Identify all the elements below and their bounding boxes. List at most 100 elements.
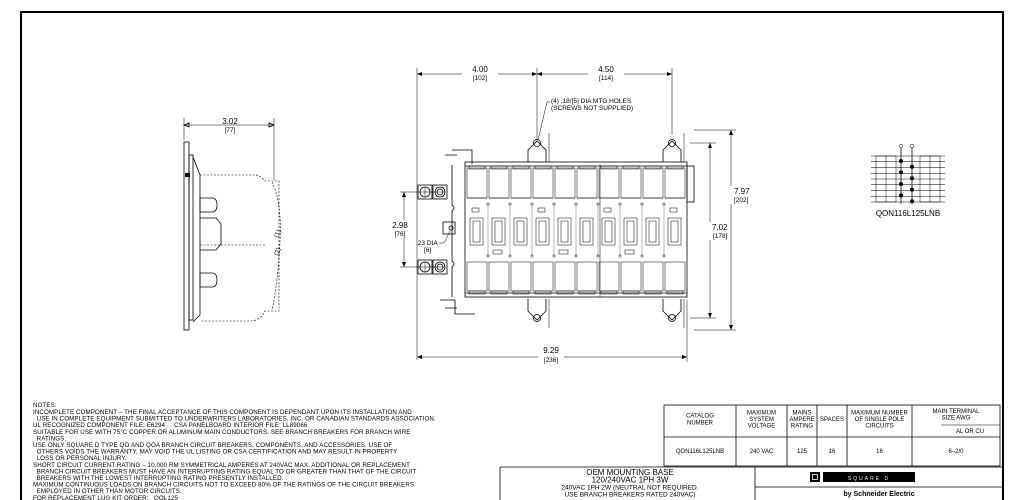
breaker-space [642, 167, 664, 199]
terminal-icon [909, 143, 915, 149]
table-cell: 125 [797, 449, 808, 455]
table-header: NUMBER [687, 420, 714, 426]
dim-outer-height-mm: [202] [734, 197, 749, 204]
side-depth-dim: 3.02 [222, 117, 238, 126]
mounting-tab [662, 140, 682, 162]
note-line: USE ONLY SQUARE D TYPE QO AND QOA BRANCH… [33, 442, 392, 449]
breaker-space [598, 167, 620, 199]
dim-lug-spacing-mm: [76] [395, 231, 406, 238]
wiring-schematic: QON116L125LNB [871, 143, 945, 218]
dim-lug-spacing: 2.98 [392, 221, 408, 230]
mounting-tab [662, 299, 682, 321]
table-header: OF SINGLE POLE [855, 417, 905, 423]
table-header: AMPERE [789, 417, 814, 423]
table-header: MAIN TERMINAL [933, 409, 981, 415]
breaker-space [532, 167, 554, 199]
terminal-icon [898, 143, 904, 149]
sheet-border [20, 11, 1004, 500]
dim-inner-height-mm: [178] [713, 233, 728, 240]
note-line: LOSS OR PERSONAL INJURY. [33, 455, 127, 462]
breaker-space [510, 167, 532, 199]
mounting-hole-icon [668, 314, 676, 322]
note-line: USE IN COMPLETE EQUIPMENT SUBMITTED TO U… [33, 416, 436, 423]
mounting-tab [527, 299, 547, 321]
square-d-logo: SQUARE D [810, 472, 915, 482]
mounting-holes-note: (4) .18/[5] DIA MTG HOLES [551, 98, 632, 105]
mounting-hole-icon [668, 139, 676, 147]
table-header: SYSTEM [749, 417, 774, 423]
side-depth-dim-mm: [77] [225, 127, 236, 134]
dim-inner-height: 7.02 [712, 223, 728, 232]
mounting-hole-icon [533, 139, 541, 147]
connection-dot-icon [910, 187, 914, 192]
dim-dia-mm: [6] [424, 247, 431, 254]
breaker-space [664, 167, 686, 199]
connection-dot-icon [899, 182, 903, 186]
panel-body [464, 161, 688, 298]
dim-width: 9.29 [543, 346, 559, 355]
dim-left: 4.00 [472, 65, 488, 74]
mounting-tabs [527, 133, 685, 328]
notes-block: NOTES: INCOMPLETE COMPONENT – THE FINAL … [33, 402, 436, 500]
connection-dot-icon [910, 199, 914, 204]
title-block: OEM MOUNTING BASE 120/240VAC 1PH 3W 240V… [499, 466, 1003, 500]
table-header: SIZE AWG [942, 416, 971, 422]
note-line: EMPLOYED IN OTHER THAN MOTOR CIRCUITS. [33, 488, 182, 495]
table-header: VOLTAGE [748, 424, 775, 430]
description-line-1: 240VAC 1PH 2W (NEUTRAL NOT REQUIRED. [561, 485, 698, 492]
connection-dot-icon [899, 193, 903, 198]
table-header: MAXIMUM NUMBER [851, 410, 908, 416]
brand-name: SQUARE D [848, 476, 890, 482]
dim-width-mm: [236] [544, 357, 559, 364]
connection-dot-icon [899, 159, 903, 163]
front-view: 4.00 [102] 4.50 [114] (4) .18/[5] DIA MT… [388, 65, 754, 365]
brand-subtitle: by Schneider Electric [843, 491, 914, 498]
table-cell: 240 VAC [750, 449, 774, 455]
note-line: UL RECOGNIZED COMPONENT FILE: E6294 CSA … [33, 422, 308, 429]
notes-title: NOTES: [33, 402, 57, 409]
table-header: CATALOG [686, 414, 714, 420]
note-line: BRANCH CIRCUIT BREAKERS MUST HAVE AN INT… [33, 468, 417, 475]
connection-dot-icon [899, 170, 903, 175]
breaker-space [488, 167, 510, 199]
breaker-spaces [466, 165, 686, 295]
connection-dot-icon [910, 176, 914, 181]
breaker-space [466, 167, 488, 199]
note-line: INCOMPLETE COMPONENT – THE FINAL ACCEPTA… [33, 409, 412, 416]
note-line: SUITABLE FOR USE WITH 75°C COPPER OR ALU… [33, 429, 411, 436]
table-header: SPACES [820, 417, 844, 423]
breaker-space [576, 167, 598, 199]
note-line: RATINGS. [33, 435, 66, 442]
note-line: MAXIMUM CONTINUOUS LOADS ON BRANCH CIRCU… [33, 482, 414, 489]
table-header: MAXIMUM [747, 410, 776, 416]
table-subheader: AL OR CU [956, 429, 984, 435]
table-cell: 16 [829, 449, 836, 455]
title-line-2: 120/240VAC 1PH 3W [592, 476, 669, 485]
side-mark-2: (2) [273, 247, 282, 257]
mounting-hole-icon [533, 314, 541, 322]
title-line-1: OEM MOUNTING BASE [586, 468, 674, 477]
table-cell: 16 [876, 449, 883, 455]
table-header: CIRCUITS [865, 424, 893, 430]
schematic-label: QON116L125LNB [876, 209, 940, 218]
description-line-2: USE BRANCH BREAKERS RATED 240VAC) [565, 492, 696, 499]
note-line: OTHERS VOIDS THE WARRANTY, MAY VOID THE … [33, 449, 397, 456]
table-cell: QON116L125LNB [676, 449, 724, 455]
dim-outer-height: 7.97 [734, 187, 750, 196]
breaker-space [554, 167, 576, 199]
dim-right-mm: [114] [599, 75, 613, 82]
mounting-tab [527, 140, 547, 162]
dim-dia: .23 DIA [416, 240, 438, 247]
connection-dot-icon [910, 164, 914, 169]
note-line: BREAKERS WITH THE LOWEST INTERRUPTING RA… [33, 475, 284, 482]
table-header: RATING [791, 424, 814, 430]
note-line: FOR REPLACEMENT LUG KIT ORDER: QOL125 [33, 495, 178, 500]
breaker-space [620, 167, 642, 199]
side-view: 3.02 [77] (1) (2) [182, 117, 283, 331]
table-cell: 6–2/0 [948, 449, 964, 455]
dim-right: 4.50 [598, 65, 614, 74]
side-mark-1: (1) [273, 229, 282, 239]
note-line: SHORT CIRCUIT CURRENT RATING – 10,000 RM… [33, 462, 410, 469]
